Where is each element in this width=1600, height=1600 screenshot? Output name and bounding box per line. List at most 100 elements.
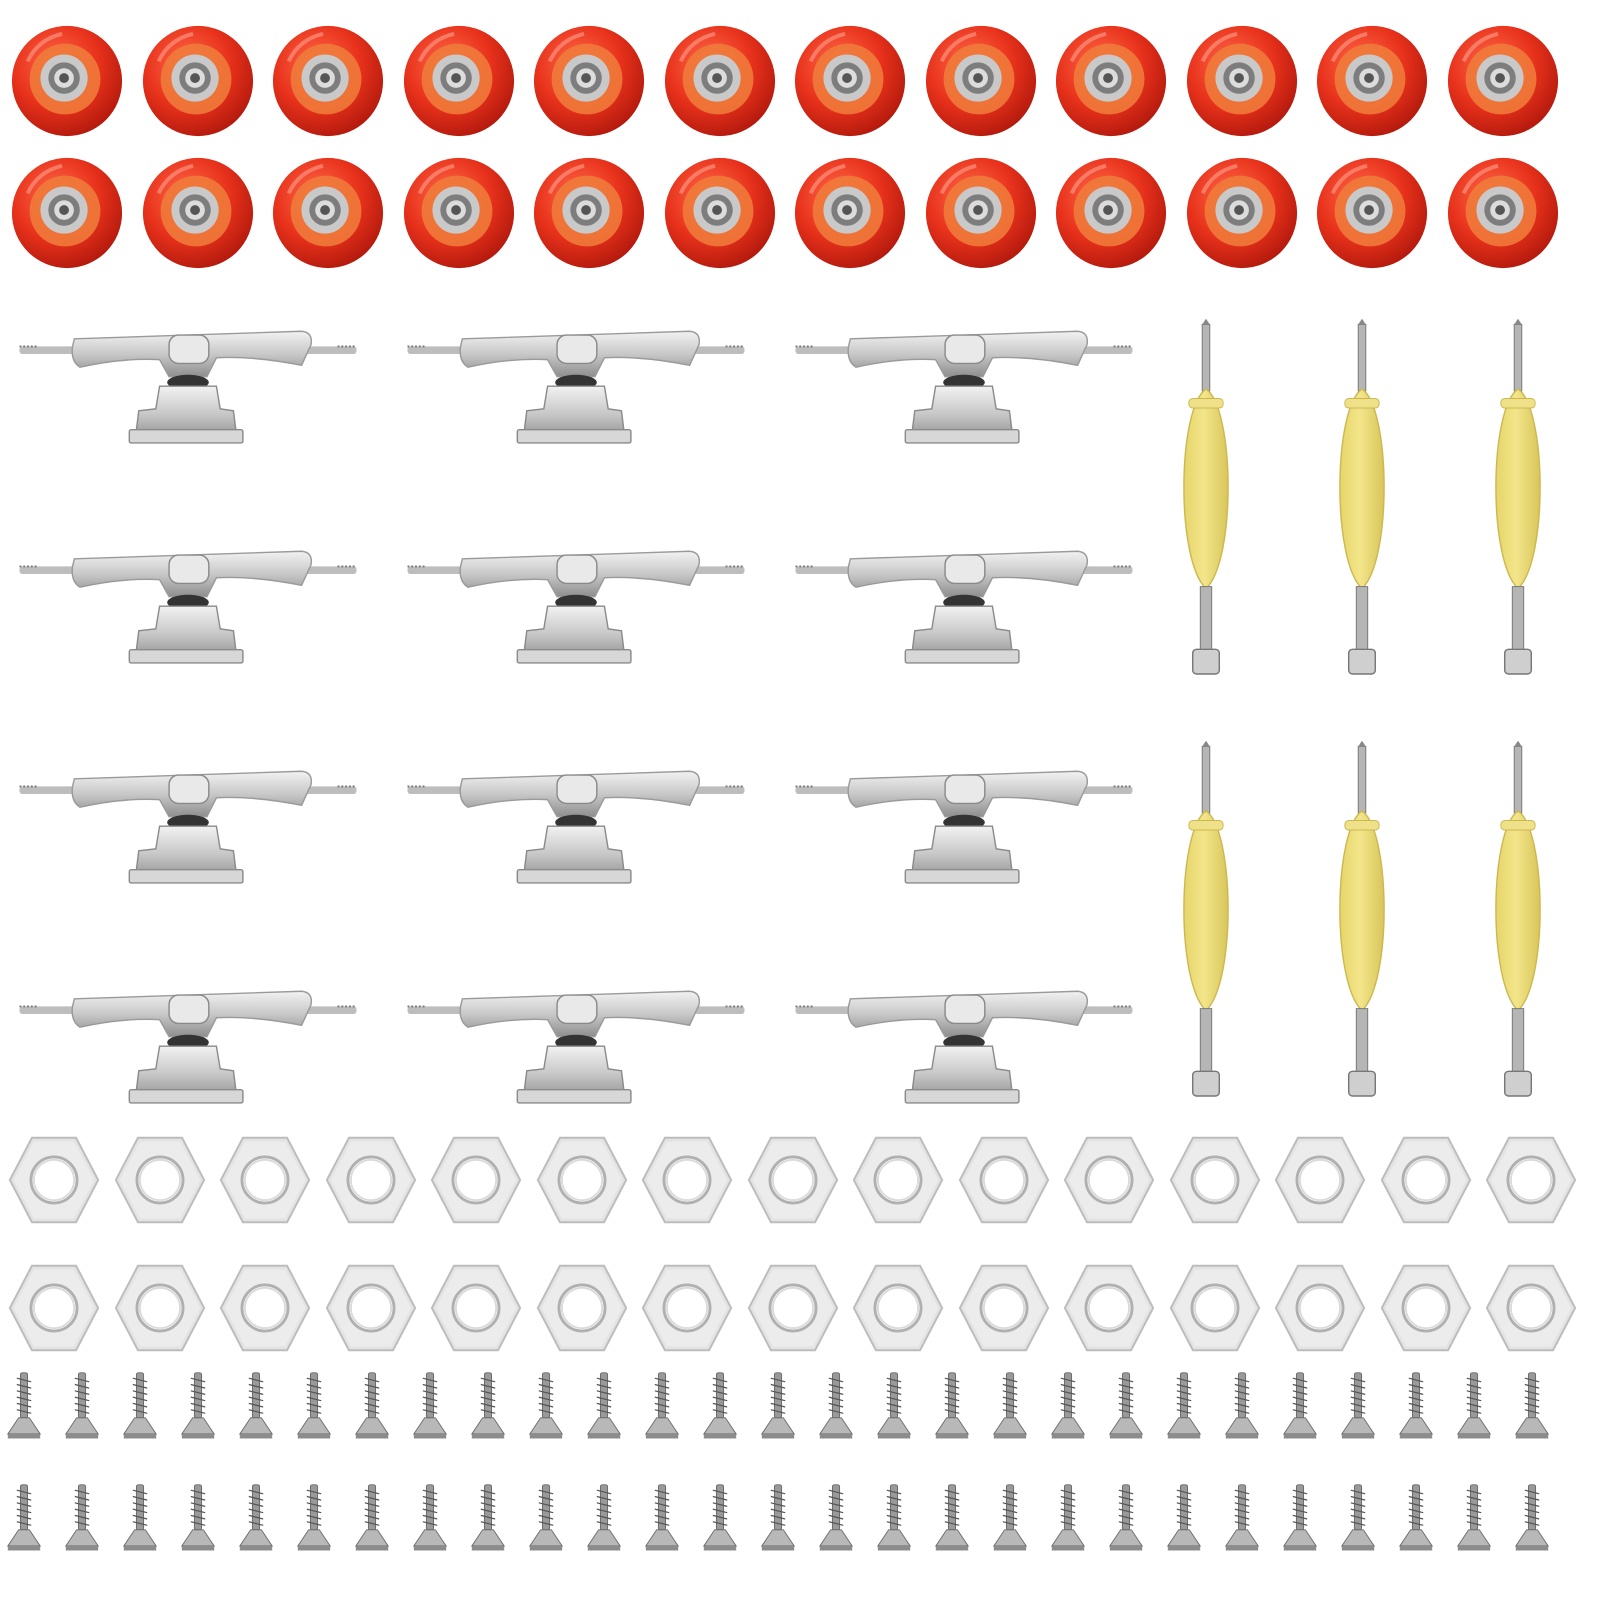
truck: [8, 318, 368, 460]
screw: [180, 1370, 216, 1444]
skate-tool: [1480, 740, 1556, 1110]
screw: [1282, 1482, 1318, 1556]
wheel: [139, 22, 257, 140]
screw: [412, 1482, 448, 1556]
screw: [470, 1482, 506, 1556]
screw: [238, 1482, 274, 1556]
skate-tool: [1324, 318, 1400, 688]
wheel: [269, 22, 387, 140]
screw: [1514, 1482, 1550, 1556]
screw: [1108, 1482, 1144, 1556]
screw: [1050, 1370, 1086, 1444]
hex-nut: [534, 1132, 630, 1228]
hex-nut: [639, 1132, 735, 1228]
hex-nut: [639, 1260, 735, 1356]
screw: [702, 1370, 738, 1444]
screw: [296, 1482, 332, 1556]
hex-nut: [1272, 1260, 1368, 1356]
skate-tool: [1168, 740, 1244, 1110]
hex-nut: [428, 1132, 524, 1228]
skate-tool: [1324, 740, 1400, 1110]
wheel: [791, 22, 909, 140]
screw: [1456, 1370, 1492, 1444]
screw: [818, 1370, 854, 1444]
screw: [760, 1482, 796, 1556]
wheel: [530, 22, 648, 140]
truck: [784, 978, 1144, 1120]
screw: [412, 1370, 448, 1444]
truck: [396, 758, 756, 900]
screw: [702, 1482, 738, 1556]
screw: [296, 1370, 332, 1444]
screw: [1340, 1482, 1376, 1556]
screw: [122, 1370, 158, 1444]
hex-nut: [1272, 1132, 1368, 1228]
hex-nut: [1378, 1260, 1474, 1356]
truck: [396, 978, 756, 1120]
truck: [396, 538, 756, 680]
hex-nut: [1483, 1260, 1579, 1356]
screw: [64, 1482, 100, 1556]
hex-nut: [323, 1132, 419, 1228]
wheel: [400, 22, 518, 140]
screw: [934, 1370, 970, 1444]
hex-nut: [745, 1260, 841, 1356]
screw: [992, 1482, 1028, 1556]
hex-nut: [217, 1132, 313, 1228]
hex-nut: [956, 1260, 1052, 1356]
screw: [1398, 1370, 1434, 1444]
hex-nut: [6, 1132, 102, 1228]
wheel: [1313, 22, 1431, 140]
wheel: [1313, 154, 1431, 272]
screw: [238, 1370, 274, 1444]
hex-nut: [112, 1260, 208, 1356]
wheel: [8, 154, 126, 272]
wheel: [530, 154, 648, 272]
screw: [1456, 1482, 1492, 1556]
wheel: [139, 154, 257, 272]
truck: [8, 978, 368, 1120]
truck: [784, 538, 1144, 680]
hex-nut: [1483, 1132, 1579, 1228]
screw: [992, 1370, 1028, 1444]
hex-nut: [323, 1260, 419, 1356]
truck: [8, 538, 368, 680]
hex-nut: [534, 1260, 630, 1356]
wheel: [1444, 154, 1562, 272]
screw: [354, 1370, 390, 1444]
screw: [876, 1370, 912, 1444]
screw: [6, 1482, 42, 1556]
screw: [64, 1370, 100, 1444]
wheel: [661, 22, 779, 140]
screw: [644, 1370, 680, 1444]
wheel: [1183, 22, 1301, 140]
hex-nut: [1167, 1260, 1263, 1356]
wheel: [8, 22, 126, 140]
screw: [1224, 1482, 1260, 1556]
hex-nut: [217, 1260, 313, 1356]
screw: [1224, 1370, 1260, 1444]
hex-nut: [850, 1260, 946, 1356]
screw: [1340, 1370, 1376, 1444]
screw: [180, 1482, 216, 1556]
hex-nut: [745, 1132, 841, 1228]
screw: [760, 1370, 796, 1444]
screw: [586, 1370, 622, 1444]
screw: [1514, 1370, 1550, 1444]
wheel: [661, 154, 779, 272]
screw: [1282, 1370, 1318, 1444]
screw: [122, 1482, 158, 1556]
screw: [644, 1482, 680, 1556]
skate-tool: [1480, 318, 1556, 688]
screw: [1166, 1370, 1202, 1444]
screw: [818, 1482, 854, 1556]
wheel: [1052, 154, 1170, 272]
hex-nut: [956, 1132, 1052, 1228]
screw: [470, 1370, 506, 1444]
hex-nut: [112, 1132, 208, 1228]
wheel: [1052, 22, 1170, 140]
screw: [528, 1482, 564, 1556]
hex-nut: [850, 1132, 946, 1228]
wheel: [1183, 154, 1301, 272]
